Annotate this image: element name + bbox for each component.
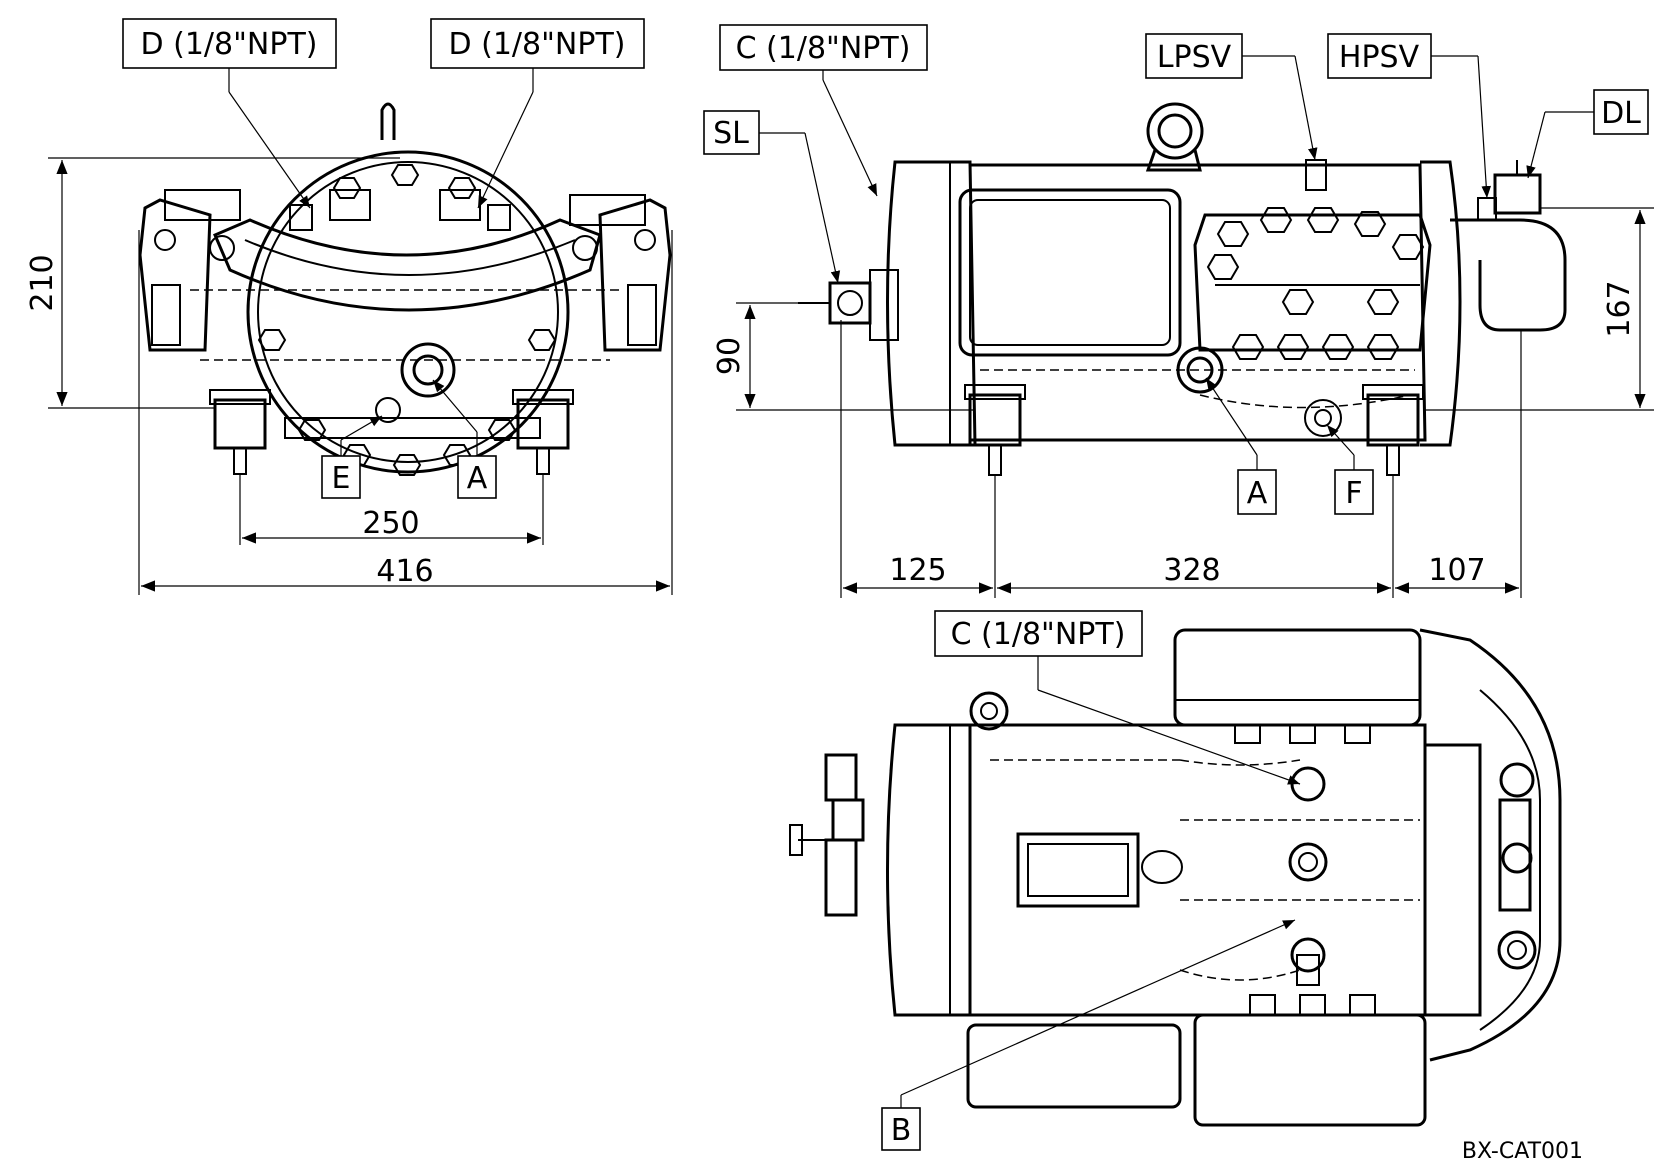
- side-callouts: [703, 24, 1649, 515]
- dimension-side-suction-height: 90: [712, 337, 747, 375]
- dimension-front-height: 210: [25, 254, 60, 311]
- callout-dl: DL: [1601, 96, 1641, 131]
- callout-sl: SL: [713, 116, 749, 151]
- top-callouts: [881, 610, 1301, 1151]
- dimension-side-discharge-height: 167: [1602, 280, 1637, 337]
- callout-b: B: [891, 1113, 912, 1148]
- dimension-front-width: 416: [376, 554, 433, 589]
- callout-lpsv: LPSV: [1157, 40, 1232, 75]
- side-view: [798, 102, 1567, 476]
- dimension-side-right: 107: [1428, 553, 1485, 588]
- front-callouts: [122, 18, 645, 499]
- callout-a-front: A: [467, 461, 488, 496]
- callout-c-top: C (1/8"NPT): [951, 617, 1126, 652]
- front-view: [138, 102, 672, 476]
- label-texts: D (1/8"NPT) D (1/8"NPT) C (1/8"NPT) C (1…: [25, 27, 1641, 1164]
- callout-d-left: D (1/8"NPT): [141, 27, 318, 62]
- callout-f: F: [1345, 476, 1362, 511]
- callout-e: E: [332, 461, 351, 496]
- drawing-reference: BX-CAT001: [1462, 1139, 1583, 1164]
- dimension-side-left: 125: [889, 553, 946, 588]
- dimension-front-bolt-spacing: 250: [362, 506, 419, 541]
- top-view: [789, 628, 1562, 1127]
- dimension-side-middle: 328: [1163, 553, 1220, 588]
- side-dimensions: [736, 207, 1654, 598]
- callout-hpsv: HPSV: [1339, 40, 1420, 75]
- front-dimensions: [48, 157, 673, 595]
- callout-d-right: D (1/8"NPT): [449, 27, 626, 62]
- callout-c-side: C (1/8"NPT): [736, 31, 911, 66]
- callout-a-side: A: [1247, 476, 1268, 511]
